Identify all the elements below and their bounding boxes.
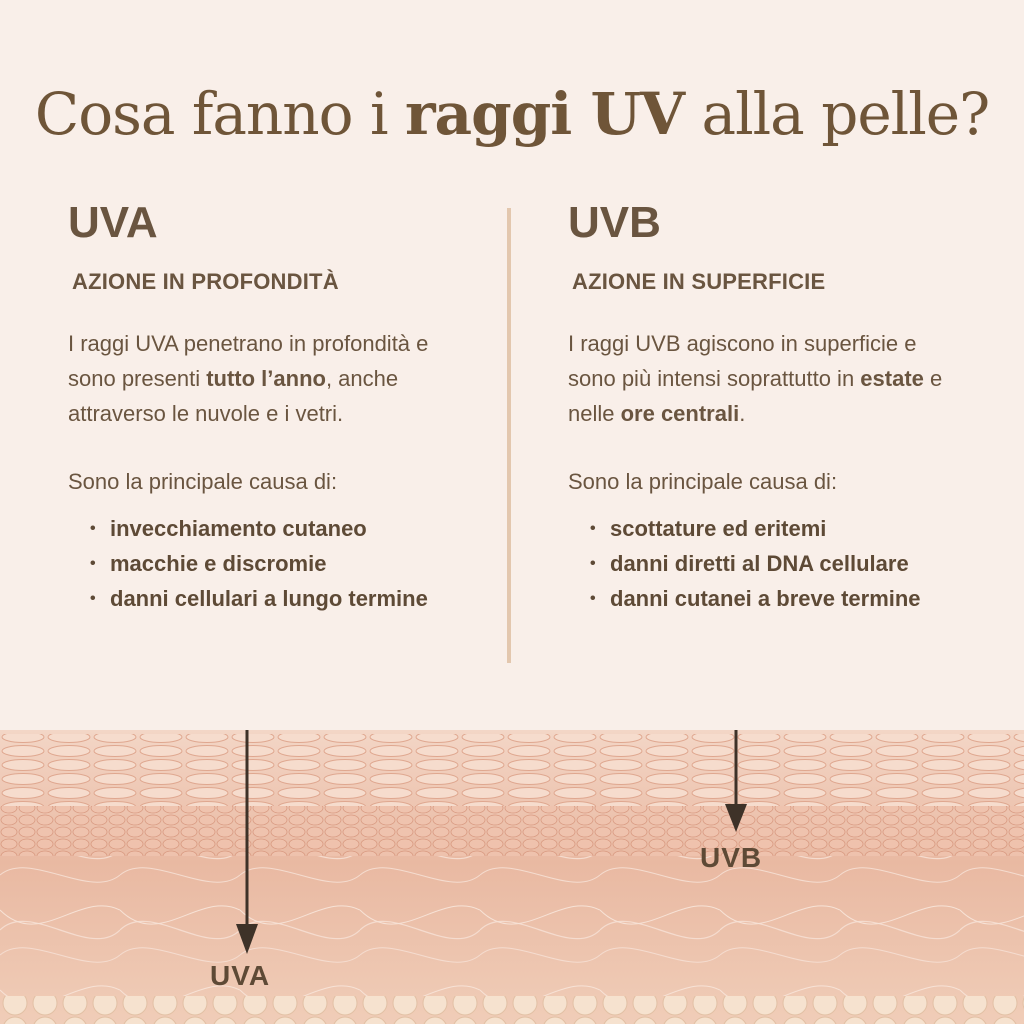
- uvb-subheading: AZIONE IN SUPERFICIE: [572, 269, 826, 294]
- list-item: scottature ed eritemi: [590, 511, 968, 546]
- uva-column: UVA AZIONE IN PROFONDITÀ I raggi UVA pen…: [68, 195, 468, 616]
- list-item: danni cutanei a breve termine: [590, 581, 968, 616]
- page-title: Cosa fanno i raggi UV alla pelle?: [34, 80, 990, 148]
- list-item: macchie e discromie: [90, 546, 468, 581]
- list-item: danni cellulari a lungo termine: [90, 581, 468, 616]
- list-item: danni diretti al DNA cellulare: [590, 546, 968, 581]
- uvb-cause-label: Sono la principale causa di:: [568, 469, 838, 494]
- uva-heading: UVA: [68, 198, 158, 247]
- list-item: invecchiamento cutaneo: [90, 511, 468, 546]
- uva-effects-list: invecchiamento cutaneo macchie e discrom…: [68, 511, 468, 616]
- uvb-arrow-label: UVB: [700, 842, 763, 873]
- uva-arrow-head: [236, 924, 258, 954]
- skin-layers-illustration: [0, 730, 1024, 1024]
- uva-description: I raggi UVA penetrano in profondità e so…: [68, 331, 429, 426]
- uvb-description: I raggi UVB agiscono in superficie e son…: [568, 331, 943, 426]
- column-divider: [507, 208, 511, 663]
- uvb-effects-list: scottature ed eritemi danni diretti al D…: [568, 511, 968, 616]
- uvb-column: UVB AZIONE IN SUPERFICIE I raggi UVB agi…: [568, 195, 968, 616]
- uva-arrow-label: UVA: [210, 960, 271, 991]
- uva-cause-label: Sono la principale causa di:: [68, 469, 338, 494]
- uvb-heading: UVB: [568, 198, 661, 247]
- uva-subheading: AZIONE IN PROFONDITÀ: [72, 269, 339, 294]
- uvb-arrow-head: [725, 804, 747, 832]
